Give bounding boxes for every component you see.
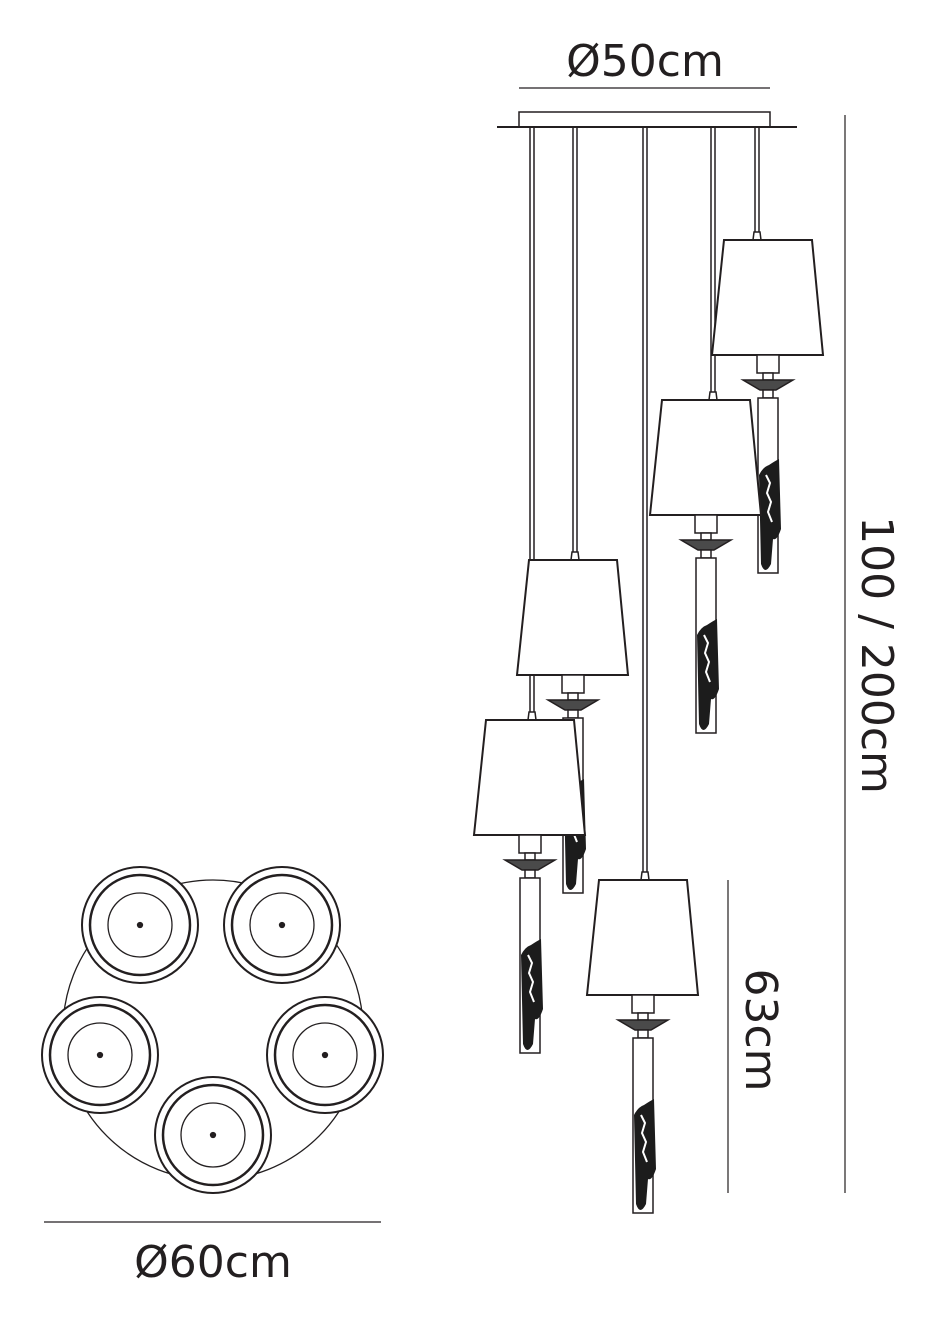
crystal-highlight: [640, 1114, 648, 1163]
plan-lamp: [266, 996, 384, 1114]
lamp: [710, 231, 825, 574]
lampshade: [585, 879, 700, 996]
lampshade: [710, 239, 825, 356]
cable-hook: [752, 231, 762, 241]
stem-collar: [700, 549, 712, 559]
cable-hook: [570, 551, 580, 561]
ceiling-canopy: [518, 111, 771, 128]
plan-shade-inner: [88, 873, 192, 977]
lamp: [585, 871, 700, 1214]
socket-neck: [700, 532, 712, 541]
lamp-height-label: 63cm: [735, 968, 786, 1091]
side-elevation-view: [472, 111, 825, 1214]
cable-hook: [640, 871, 650, 881]
plan-center-dot: [321, 1051, 329, 1059]
canopy-diameter-label: Ø50cm: [566, 36, 724, 87]
dimension-lines: [44, 87, 846, 1223]
cable-hook: [527, 711, 537, 721]
plan-center-dot: [96, 1051, 104, 1059]
lampshade: [515, 559, 630, 676]
suspension-cables: [529, 127, 760, 874]
plan-center-dot: [136, 921, 144, 929]
socket-neck: [762, 372, 774, 381]
stem-collar: [567, 709, 579, 719]
plan-shade-inner: [48, 1003, 152, 1107]
overall-height-label: 100 / 200cm: [851, 516, 902, 794]
socket-neck: [637, 1012, 649, 1021]
bulb-socket: [631, 994, 655, 1014]
drip-cup: [545, 699, 601, 711]
bulb-socket: [694, 514, 718, 534]
drip-cup: [678, 539, 734, 551]
plan-center-dot: [278, 921, 286, 929]
plan-cup: [180, 1102, 246, 1168]
plan-lamp: [223, 866, 341, 984]
cluster-diameter-label: Ø60cm: [134, 1237, 292, 1288]
stem-collar: [524, 869, 536, 879]
plan-cup: [292, 1022, 358, 1088]
socket-neck: [524, 852, 536, 861]
drip-cup: [740, 379, 796, 391]
plan-lamp: [41, 996, 159, 1114]
lamp-heads: [472, 231, 825, 1214]
bulb-socket: [756, 354, 780, 374]
socket-neck: [567, 692, 579, 701]
stem-collar: [762, 389, 774, 399]
plan-shade-inner: [161, 1083, 265, 1187]
plan-cup: [249, 892, 315, 958]
drip-cup: [502, 859, 558, 871]
plan-shade-inner: [273, 1003, 377, 1107]
plan-lamp: [154, 1076, 272, 1194]
lamp: [648, 391, 763, 734]
lampshade: [472, 719, 587, 836]
bulb-socket: [518, 834, 542, 854]
lampshade: [648, 399, 763, 516]
stem-collar: [637, 1029, 649, 1039]
lamp: [472, 711, 587, 1054]
crystal-highlight: [527, 954, 535, 1003]
crystal-highlight: [765, 474, 773, 523]
bulb-socket: [561, 674, 585, 694]
plan-shade-inner: [230, 873, 334, 977]
crystal-highlight: [703, 634, 711, 683]
bottom-plan-view: [41, 866, 384, 1194]
cable-hook: [708, 391, 718, 401]
plan-cup: [67, 1022, 133, 1088]
drip-cup: [615, 1019, 671, 1031]
plan-lamp: [81, 866, 199, 984]
plan-center-dot: [209, 1131, 217, 1139]
plan-cup: [107, 892, 173, 958]
